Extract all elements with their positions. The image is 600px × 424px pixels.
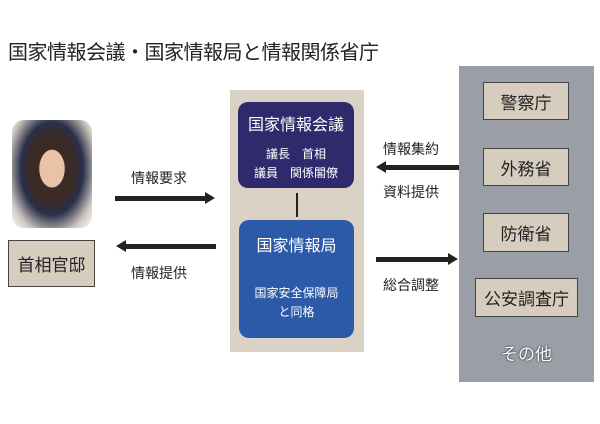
agency-police: 警察庁 bbox=[483, 82, 569, 120]
pm-office-box: 首相官邸 bbox=[8, 240, 95, 287]
agency-foreign-affairs: 外務省 bbox=[483, 148, 569, 186]
council-chair: 議長 首相 bbox=[265, 147, 326, 161]
arrow-right-icon bbox=[376, 253, 458, 265]
national-intelligence-bureau-box: 国家情報局 国家安全保障局 と同格 bbox=[239, 220, 354, 338]
arrow-left-icon bbox=[116, 240, 216, 252]
council-name: 国家情報会議 bbox=[247, 115, 344, 134]
diagram-title: 国家情報会議・国家情報局と情報関係省庁 bbox=[8, 40, 379, 64]
arrow-left-icon bbox=[376, 161, 459, 173]
council-members: 議員 関係閣僚 bbox=[253, 166, 338, 180]
materials-provide-label: 資料提供 bbox=[383, 185, 439, 201]
bureau-note-1: 国家安全保障局 bbox=[254, 286, 339, 300]
info-collect-label: 情報集約 bbox=[383, 142, 439, 158]
prime-minister-photo bbox=[12, 120, 92, 228]
agency-public-security: 公安調査庁 bbox=[475, 278, 578, 317]
bureau-name: 国家情報局 bbox=[256, 236, 337, 255]
info-provide-label: 情報提供 bbox=[131, 266, 187, 282]
agency-others: その他 bbox=[501, 345, 552, 365]
info-request-label: 情報要求 bbox=[131, 171, 187, 187]
bureau-note-2: と同格 bbox=[278, 305, 315, 319]
coordination-label: 総合調整 bbox=[383, 278, 439, 294]
arrow-right-icon bbox=[115, 192, 215, 204]
connector-line bbox=[296, 193, 298, 217]
agency-defense: 防衛省 bbox=[483, 213, 569, 252]
national-intelligence-council-box: 国家情報会議 議長 首相 議員 関係閣僚 bbox=[238, 102, 354, 188]
